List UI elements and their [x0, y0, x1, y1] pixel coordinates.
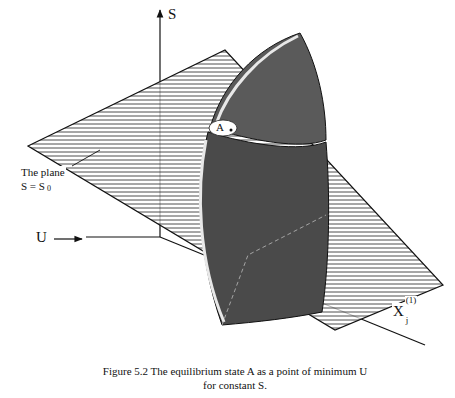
hatch-line: [20, 72, 450, 73]
hatch-line: [20, 76, 450, 77]
hatch-line: [20, 52, 450, 53]
hatch-line: [20, 56, 450, 57]
u-axis: [86, 236, 160, 237]
surface-stripe: [200, 140, 224, 322]
surface-dashed-line: [222, 215, 326, 325]
plane-label: S = S: [20, 180, 46, 192]
figure-caption: Figure 5.2 The equilibrium state A as a …: [100, 364, 370, 393]
hatch-line: [20, 136, 450, 137]
hatch-line: [20, 328, 450, 329]
hatch-line: [20, 332, 450, 333]
hatch-line: [20, 64, 450, 65]
hatch-line: [20, 48, 450, 49]
hatch-line: [20, 68, 450, 69]
point-a-patch: [209, 120, 237, 136]
subscript: 0: [46, 185, 52, 194]
surface-lower: [200, 132, 328, 325]
point-label: A: [216, 121, 224, 133]
plane-label: The plane: [20, 166, 66, 178]
surface-stripe: [216, 36, 298, 124]
u-direction-arrow: [54, 238, 82, 239]
axis-label: X: [392, 303, 405, 320]
axis-label: S: [168, 6, 176, 23]
leader-line: [72, 150, 100, 166]
surface-upper: [210, 33, 326, 144]
point-a-dot: [230, 129, 233, 132]
superscript: (1): [405, 296, 418, 306]
subscript: j: [405, 316, 410, 326]
axis-label: U: [36, 229, 47, 246]
